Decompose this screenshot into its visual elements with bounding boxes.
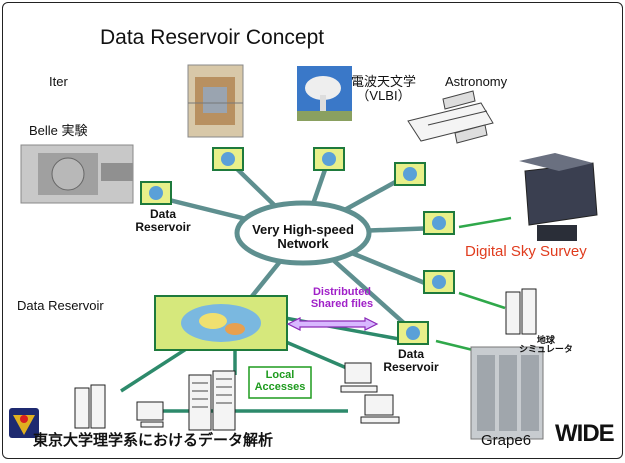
radio-telescope-image: [297, 66, 352, 121]
earth-simulator-line2: シミュレータ: [519, 344, 573, 355]
local-accesses-box: [248, 366, 312, 399]
wide-logo: WIDE: [555, 420, 615, 447]
grape6-label: Grape6: [481, 432, 532, 449]
reservoir-box-globes: [149, 152, 446, 340]
earth-simulator-label: 地球 シミュレータ: [519, 335, 573, 355]
local-computers: [74, 362, 400, 431]
local-accesses-label: Local Accesses: [254, 369, 306, 393]
earth-simulator-line1: 地球: [536, 335, 555, 345]
grape6-image: [470, 346, 544, 440]
iter-label: Iter: [49, 74, 68, 89]
tail-lines: [435, 216, 512, 353]
belle-label: Belle 実験: [29, 123, 88, 138]
earth-simulator-image: [505, 288, 537, 335]
reservoir-main-label: Data Reservoir: [17, 298, 104, 313]
reservoir-right-label: Data Reservoir: [383, 347, 439, 374]
belle-detector-image: [20, 144, 134, 204]
diagram-graphics: [9, 64, 598, 440]
distributed-arrow: [286, 317, 379, 331]
network-label: Very High-speed Network: [252, 222, 354, 251]
space-telescope-image: [407, 90, 494, 144]
university-crest-icon: [9, 408, 39, 438]
radio-astronomy-text: 電波天文学: [351, 74, 417, 89]
footer-label: 東京大学理学系におけるデータ解析: [33, 432, 274, 449]
astronomy-label: Astronomy: [445, 74, 508, 89]
reservoir-left-label: Data Reservoir: [135, 207, 191, 234]
iter-device-image: [187, 64, 244, 138]
slide-title: Data Reservoir Concept: [100, 26, 325, 49]
vlbi-text: （VLBI）: [356, 87, 411, 103]
main-reservoir-box: [154, 295, 288, 351]
distributed-files-label: Distributed Shared files: [310, 286, 374, 310]
radio-astronomy-label: 電波天文学 （VLBI）: [351, 75, 416, 102]
sky-survey-telescope-image: [519, 153, 598, 241]
network-ellipse: [234, 200, 372, 266]
digital-sky-survey-label: Digital Sky Survey: [465, 243, 587, 260]
server-stripes: [192, 378, 232, 408]
